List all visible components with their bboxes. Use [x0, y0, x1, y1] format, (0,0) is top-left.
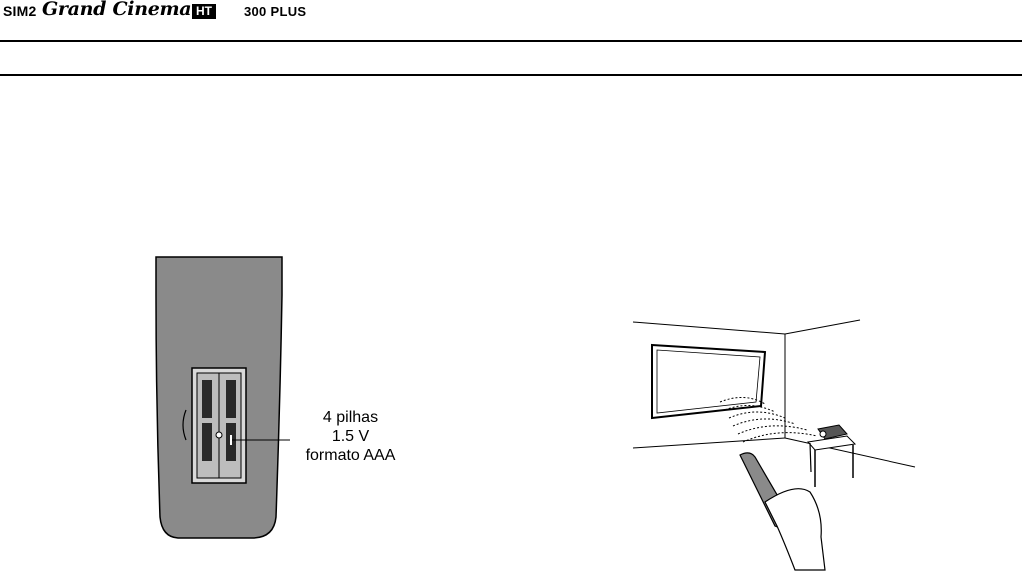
- brand-grand-cinema-logo: Grand Cinema: [42, 0, 191, 20]
- callout-line-2: 1.5 V: [298, 427, 403, 446]
- brand-ht-badge: HT: [192, 4, 216, 19]
- hand-with-remote: [740, 453, 825, 570]
- battery-callout: 4 pilhas 1.5 V formato AAA: [298, 408, 403, 465]
- battery-cell: [226, 380, 236, 418]
- remote-battery-illustration: [150, 255, 290, 540]
- callout-line-3: formato AAA: [298, 446, 403, 465]
- model-name: 300 PLUS: [244, 4, 306, 19]
- header-rule-top: [0, 40, 1022, 42]
- battery-cell: [202, 380, 212, 418]
- callout-line-1: 4 pilhas: [298, 408, 403, 427]
- ceiling-line-left: [633, 322, 785, 334]
- room-projector-illustration: [625, 312, 925, 575]
- battery-cell: [202, 423, 212, 461]
- ceiling-line-right: [785, 320, 860, 334]
- brand-sim2-logo: SIM2: [3, 3, 36, 19]
- floor-line-left: [633, 438, 785, 448]
- page-header: SIM2 Grand Cinema HT 300 PLUS: [0, 0, 1022, 24]
- header-rule-bottom: [0, 74, 1022, 76]
- projector-table: [808, 436, 855, 487]
